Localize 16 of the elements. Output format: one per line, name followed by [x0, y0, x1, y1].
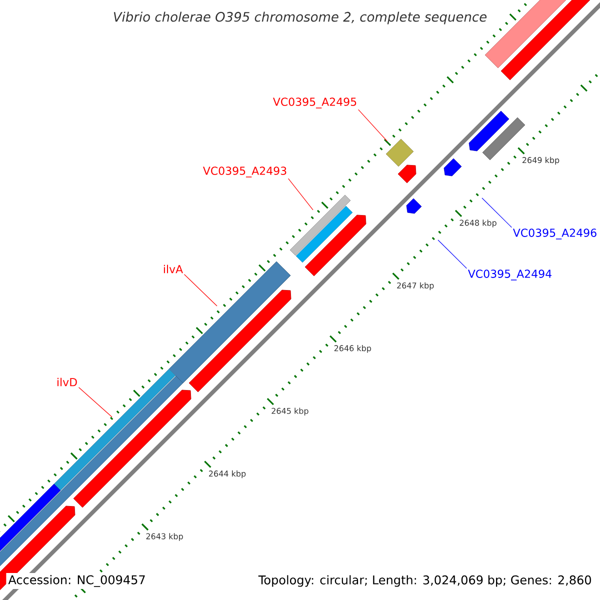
gene-label: VC0395_A2496	[512, 228, 596, 240]
tick-label: 2648 kbp	[460, 220, 496, 228]
accession-text: Accession: NC_009457	[8, 575, 145, 587]
gene-label: VC0395_A2493	[202, 166, 286, 178]
gene-label: ilvD	[58, 378, 77, 386]
gene-label: VC0395_A2495	[272, 98, 356, 108]
title: Vibrio cholerae O395 chromosome 2, complete sequence	[114, 12, 487, 24]
tick-label: 2643 kbp	[146, 533, 183, 541]
tick-label: 2645 kbp	[272, 408, 308, 416]
genome-info-text: Topology: circular; Length: 3,024,069 bp; Genes: 2,860	[258, 575, 592, 587]
tick-label: 2649 kbp	[522, 156, 560, 165]
gene-label: VC0395_A2494	[468, 270, 552, 280]
gene-label: ilvA	[164, 264, 183, 274]
tick-label: 2644 kbp	[208, 470, 246, 478]
tick-label: 2646 kbp	[334, 345, 372, 353]
tick-label: 2647 kbp	[397, 282, 434, 290]
